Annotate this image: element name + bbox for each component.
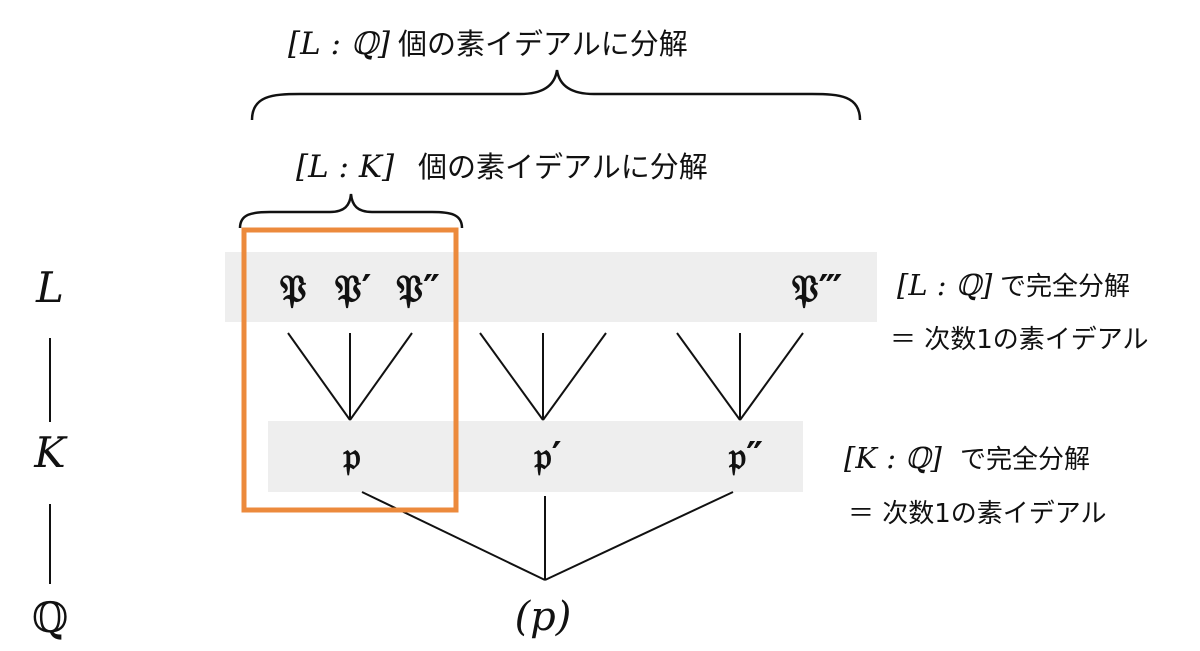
field-K: K bbox=[33, 428, 68, 477]
note-L-line2: ＝ 次数1の素イデアル bbox=[890, 325, 1149, 355]
field-Q: ℚ bbox=[32, 593, 69, 642]
note-K-line2: ＝ 次数1の素イデアル bbox=[848, 499, 1107, 529]
highlight-box bbox=[241, 227, 459, 513]
prime-K-1: 𝔭 bbox=[342, 433, 360, 478]
prime-K-2: 𝔭′ bbox=[533, 433, 561, 478]
mid-label-text: 個の素イデアルに分解 bbox=[418, 150, 708, 184]
note-L-bracket: [L : ℚ] bbox=[897, 268, 993, 302]
prime-K-3: 𝔭″ bbox=[728, 433, 763, 478]
branches-K-Q bbox=[361, 491, 734, 581]
prime-L-1: 𝔓 bbox=[279, 266, 306, 311]
note-K-bracket: [K : ℚ] bbox=[844, 441, 942, 475]
prime-L-3: 𝔓″ bbox=[396, 266, 440, 311]
field-L: L bbox=[35, 263, 64, 312]
band-L bbox=[225, 252, 877, 322]
note-L-text: で完全分解 bbox=[1000, 272, 1130, 302]
top-brace bbox=[250, 69, 862, 121]
note-K-text: で完全分解 bbox=[960, 445, 1090, 475]
band-K bbox=[268, 421, 803, 492]
top-label-text: 個の素イデアルに分解 bbox=[398, 27, 688, 61]
mid-label-bracket: [L : K] bbox=[296, 149, 395, 185]
mid-brace bbox=[238, 193, 464, 229]
prime-L-2: 𝔓′ bbox=[334, 266, 371, 311]
base-prime: (p) bbox=[515, 594, 572, 640]
prime-L-4: 𝔓‴ bbox=[792, 266, 843, 311]
top-label-bracket: [L : ℚ] bbox=[288, 26, 391, 62]
branches-L-K bbox=[287, 332, 804, 421]
